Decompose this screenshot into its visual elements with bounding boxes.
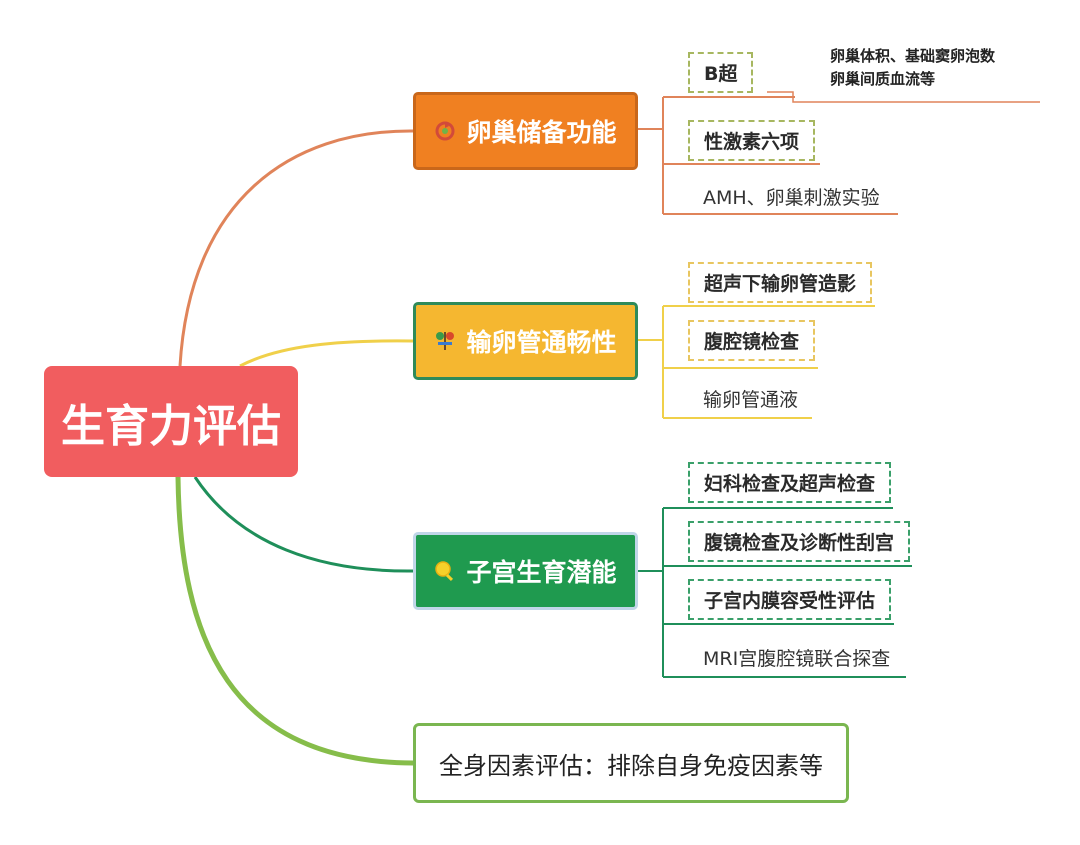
cycle-icon [435, 121, 455, 141]
connector-ovary-bracket [638, 97, 664, 214]
branch-tube[interactable]: 输卵管通畅性 [413, 302, 638, 380]
leaf-endometrial-receptivity[interactable]: 子宫内膜容受性评估 [688, 579, 892, 620]
branch-whole-body-label: 全身因素评估：排除自身免疫因素等 [439, 751, 823, 780]
connector-tube-bracket [638, 306, 664, 418]
connector-root-ovary [178, 129, 414, 367]
route-sign-icon [436, 332, 455, 350]
connector-uterus-bracket [638, 508, 664, 677]
leaf-label: 超声下输卵管造影 [704, 273, 857, 295]
leaf-label: MRI宫腹腔镜联合探查 [703, 647, 891, 670]
connector-note [767, 91, 1040, 103]
leaf-curettage[interactable]: 腹镜检查及诊断性刮宫 [688, 521, 911, 562]
leaf-label: 腹镜检查及诊断性刮宫 [704, 532, 895, 554]
connector-root-uterus [193, 476, 414, 573]
connector-root-tube [239, 339, 414, 368]
leaf-b-ultrasound[interactable]: B超 [688, 52, 754, 93]
branch-uterus[interactable]: 子宫生育潜能 [413, 532, 638, 610]
note-ovary-ultrasound: 卵巢体积、基础窦卵泡数 卵巢间质血流等 [830, 45, 995, 91]
note-line-2: 卵巢间质血流等 [830, 70, 936, 88]
magnifier-icon [435, 561, 454, 582]
leaf-label: B超 [704, 63, 738, 85]
note-line-1: 卵巢体积、基础窦卵泡数 [830, 47, 996, 65]
leaf-label: 输卵管通液 [703, 388, 799, 411]
leaf-gyn-exam[interactable]: 妇科检查及超声检查 [688, 462, 892, 503]
leaf-hydrotubation[interactable]: 输卵管通液 [703, 383, 798, 413]
leaf-laparoscopy[interactable]: 腹腔镜检查 [688, 320, 816, 361]
connector-root-whole [175, 476, 414, 766]
leaf-label: 性激素六项 [704, 131, 800, 153]
root-label: 生育力评估 [61, 400, 281, 452]
branch-ovary[interactable]: 卵巢储备功能 [413, 92, 638, 170]
branch-tube-label: 输卵管通畅性 [466, 328, 617, 357]
leaf-sex-hormones[interactable]: 性激素六项 [688, 120, 816, 161]
branch-uterus-label: 子宫生育潜能 [466, 558, 617, 587]
leaf-tube-ultrasound[interactable]: 超声下输卵管造影 [688, 262, 873, 303]
leaf-amh[interactable]: AMH、卵巢刺激实验 [703, 181, 880, 211]
leaf-label: 腹腔镜检查 [704, 331, 800, 353]
leaf-label: AMH、卵巢刺激实验 [703, 186, 880, 209]
leaf-mri[interactable]: MRI宫腹腔镜联合探查 [703, 642, 890, 672]
leaf-label: 子宫内膜容受性评估 [704, 590, 876, 612]
leaf-label: 妇科检查及超声检查 [704, 473, 876, 495]
branch-whole-body[interactable]: 全身因素评估：排除自身免疫因素等 [413, 723, 849, 803]
root-node[interactable]: 生育力评估 [44, 366, 298, 477]
branch-ovary-label: 卵巢储备功能 [466, 118, 617, 147]
